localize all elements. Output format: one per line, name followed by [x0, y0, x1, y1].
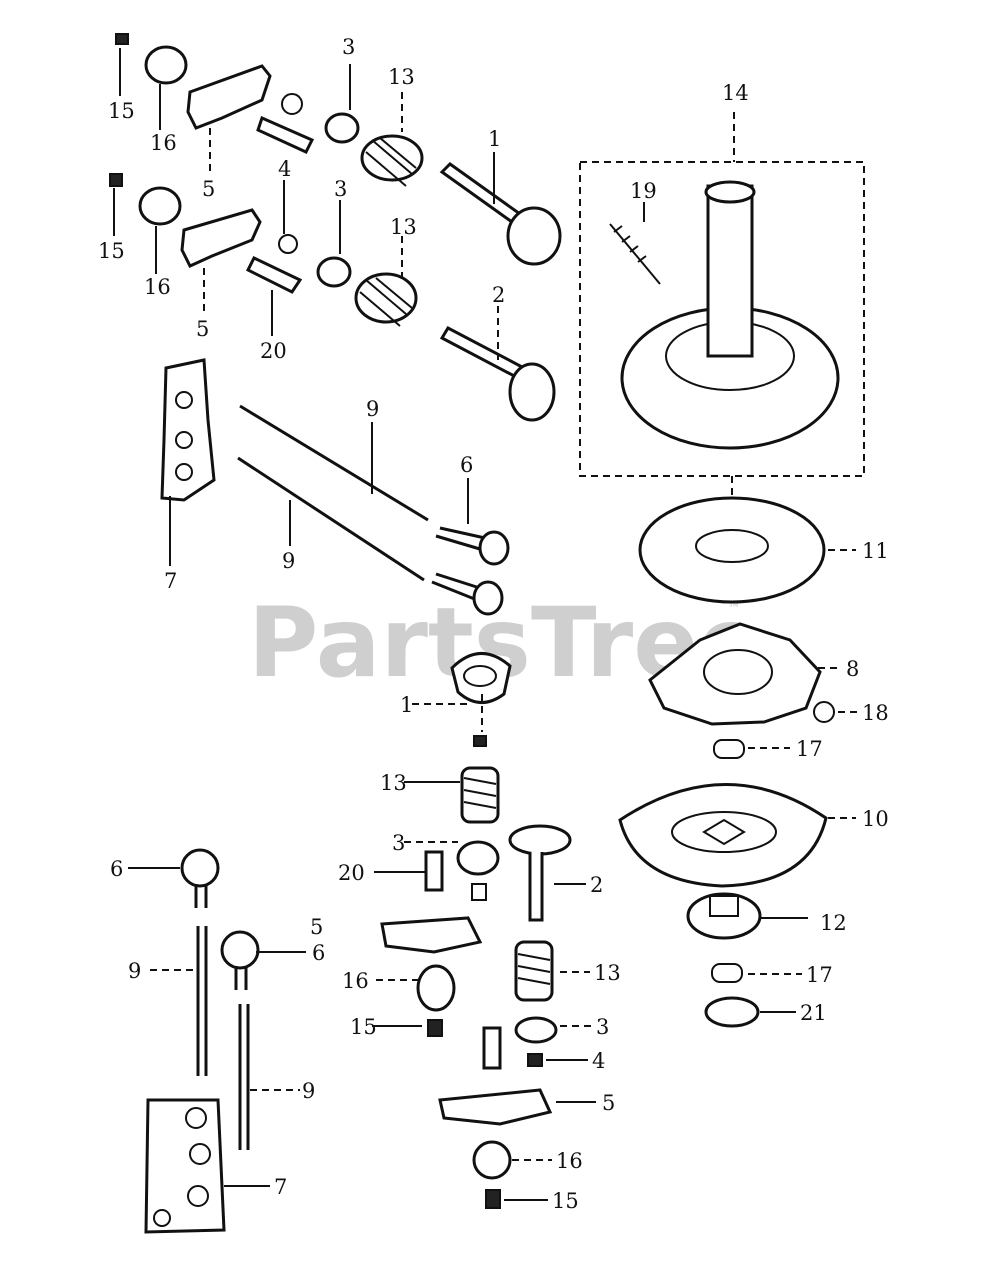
callout-15: 15 [108, 99, 135, 123]
callout-16: 16 [150, 131, 177, 155]
callout-5: 5 [196, 317, 209, 341]
callout-16: 16 [144, 275, 171, 299]
washer-set [704, 963, 802, 1028]
callout-13: 13 [388, 65, 415, 89]
upper-rocker-assembly [115, 33, 562, 266]
callout-14: 14 [722, 81, 749, 105]
governor-gear [686, 892, 808, 940]
callout-10: 10 [862, 807, 889, 831]
callout-20: 20 [338, 861, 365, 885]
callout-20: 20 [260, 339, 287, 363]
callout-5: 5 [310, 915, 323, 939]
callout-2: 2 [492, 283, 505, 307]
callout-3: 3 [334, 177, 347, 201]
callout-17: 17 [806, 963, 833, 987]
callout-13: 13 [380, 771, 407, 795]
callout-2: 2 [590, 873, 603, 897]
callout-9: 9 [282, 549, 295, 573]
callout-6: 6 [110, 857, 123, 881]
callout-6: 6 [312, 941, 325, 965]
callout-18: 18 [862, 701, 889, 725]
callout-12: 12 [820, 911, 847, 935]
callout-3: 3 [596, 1015, 609, 1039]
callout-15: 15 [98, 239, 125, 263]
retaining-clip-upper [713, 739, 790, 759]
callout-labels: 15 16 5 3 13 1 14 19 15 16 5 4 3 13 2 20… [98, 35, 889, 1213]
center-valve-stack [380, 652, 512, 1037]
governor-assembly [648, 622, 858, 726]
callout-1: 1 [488, 127, 501, 151]
callout-21: 21 [800, 1001, 827, 1025]
thrust-washer [638, 496, 856, 604]
callout-8: 8 [846, 657, 859, 681]
governor-cup [618, 783, 856, 888]
push-rods-upper [237, 404, 510, 616]
callout-9: 9 [128, 959, 141, 983]
guide-plate-upper [160, 358, 216, 502]
callout-16: 16 [556, 1149, 583, 1173]
leader-lines [113, 48, 645, 1187]
callout-9: 9 [302, 1079, 315, 1103]
callout-19: 19 [630, 179, 657, 203]
callout-5: 5 [202, 177, 215, 201]
callout-6: 6 [460, 453, 473, 477]
callout-7: 7 [274, 1175, 287, 1199]
right-valve-stack [438, 940, 596, 1209]
callout-17: 17 [796, 737, 823, 761]
callout-9: 9 [366, 397, 379, 421]
lower-exhaust-valve [508, 824, 572, 922]
callout-5: 5 [602, 1091, 615, 1115]
callout-15: 15 [350, 1015, 377, 1039]
callout-3: 3 [342, 35, 355, 59]
camshaft-assembly [579, 112, 865, 540]
callout-4: 4 [592, 1049, 605, 1073]
callout-7: 7 [164, 569, 177, 593]
lower-rocker-assembly [109, 173, 556, 422]
callout-11: 11 [862, 539, 889, 563]
lower-left-pushrods [144, 848, 260, 1234]
callout-4: 4 [278, 157, 291, 181]
callout-16: 16 [342, 969, 369, 993]
watermark-trademark: ™ [728, 601, 740, 615]
callout-1: 1 [400, 693, 413, 717]
callout-3: 3 [392, 831, 405, 855]
callout-13: 13 [390, 215, 417, 239]
callout-15: 15 [552, 1189, 579, 1213]
callout-13: 13 [594, 961, 621, 985]
